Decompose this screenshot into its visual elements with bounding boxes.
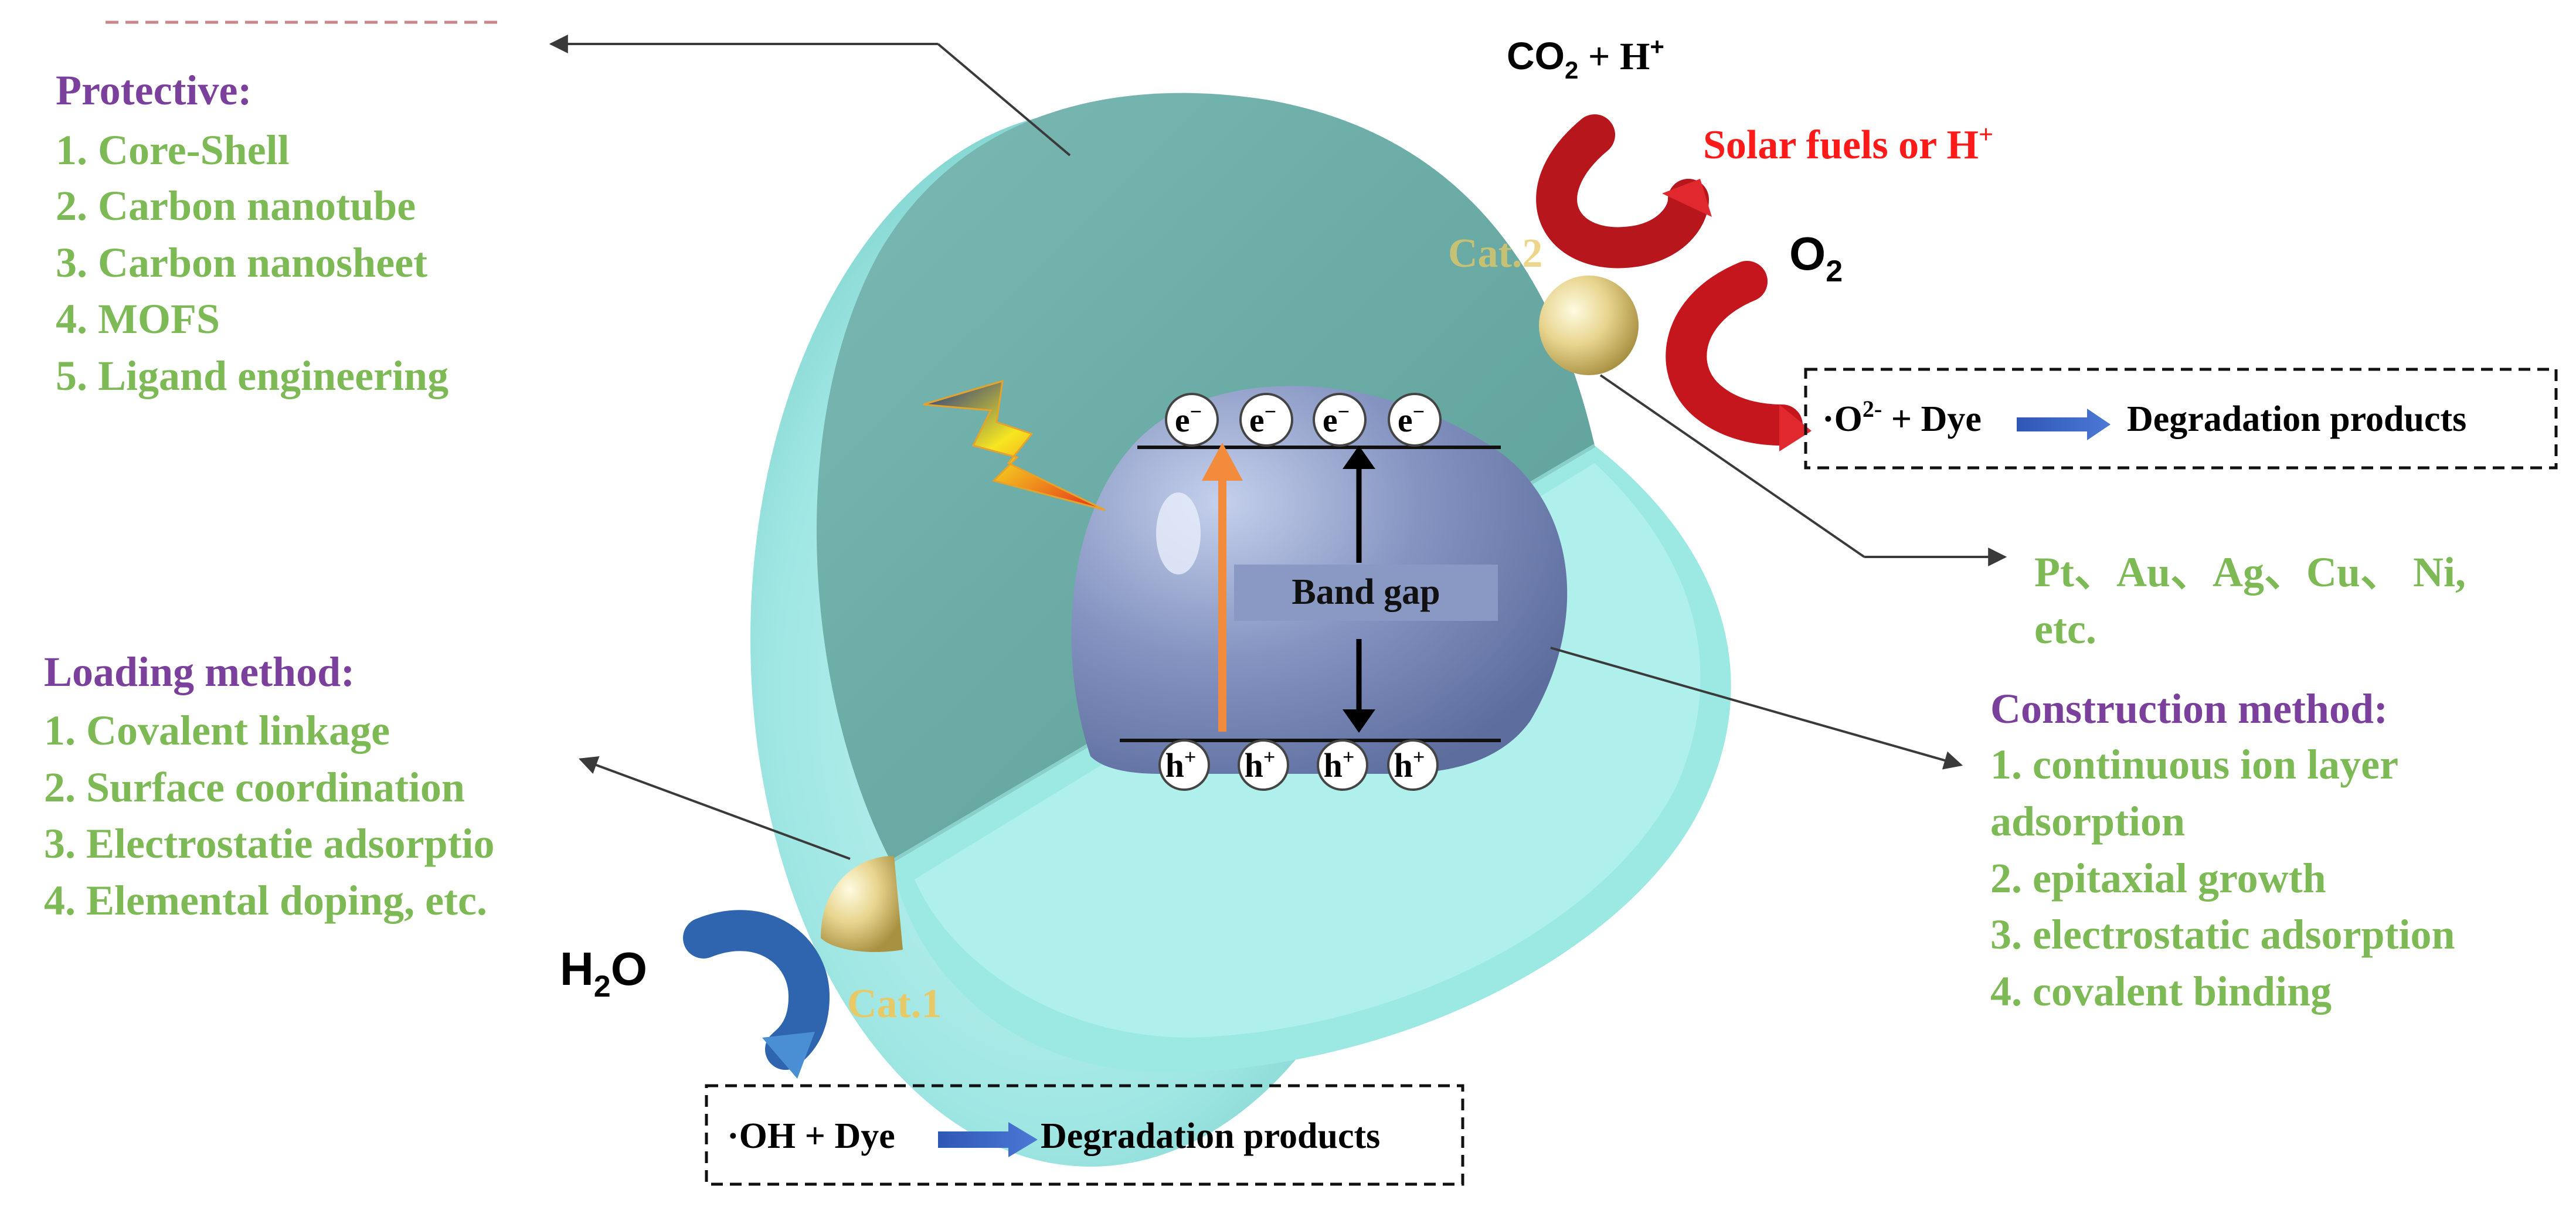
- svg-text:h+: h+: [1324, 745, 1355, 784]
- degradation-box-top: ·O2- + Dye Degradation products: [1804, 368, 2558, 470]
- svg-text:e−: e−: [1175, 400, 1202, 439]
- svg-text:e−: e−: [1249, 400, 1276, 439]
- leader-metals: [1599, 374, 1865, 558]
- arrow-right-icon: [938, 1122, 1038, 1157]
- co2-label: CO2 + H+: [1507, 33, 1664, 84]
- loading-item: 4. Elemental doping, etc.: [44, 877, 487, 924]
- protective-item: 4. MOFS: [56, 295, 220, 342]
- h2o-oxidation-arrow: [683, 910, 830, 1079]
- cat2-particle: [1539, 276, 1639, 375]
- protective-item: 2. Carbon nanotube: [56, 182, 416, 229]
- svg-text:Degradation products: Degradation products: [1041, 1116, 1380, 1156]
- svg-text:h+: h+: [1165, 745, 1197, 784]
- protective-item: 3. Carbon nanosheet: [56, 239, 427, 286]
- hole-icon: h+: [1158, 739, 1210, 791]
- light-bolt-icon: [923, 379, 1106, 511]
- svg-text:h+: h+: [1394, 745, 1425, 784]
- o2-label: O2: [1789, 227, 1843, 288]
- svg-text:·OH + Dye: ·OH + Dye: [727, 1116, 895, 1156]
- protective-title: Protective:: [56, 67, 252, 114]
- band-gap-arrowhead-down: [1343, 709, 1375, 733]
- degradation-box-bottom: ·OH + Dye Degradation products: [705, 1084, 1464, 1186]
- electrons: e− e− e− e−: [1165, 393, 1442, 447]
- band-gap-label: Band gap: [1292, 572, 1440, 612]
- leader-loading: [578, 756, 851, 860]
- loading-item: 1. Covalent linkage: [44, 707, 390, 754]
- metals-line: Pt、Au、Ag、Cu、 Ni,: [2034, 549, 2466, 596]
- svg-text:·O2- + Dye: ·O2- + Dye: [1822, 396, 1982, 439]
- electron-icon: e−: [1388, 393, 1442, 447]
- hole-icon: h+: [1238, 739, 1289, 791]
- svg-text:e−: e−: [1323, 400, 1350, 439]
- loading-item: 3. Electrostatie adsorptio: [44, 820, 495, 867]
- protective-item: 1. Core-Shell: [56, 127, 290, 174]
- solar-fuels-label: Solar fuels or H+: [1703, 120, 1993, 168]
- protective-item: 5. Ligand engineering: [56, 352, 448, 399]
- construction-title: Construction method:: [1990, 685, 2388, 732]
- excitation-arrowhead: [1202, 443, 1243, 481]
- leader-construction: [1550, 647, 1963, 770]
- co2-reduction-arrow: [1536, 114, 1712, 268]
- band-gap-box: [1234, 565, 1498, 621]
- svg-text:h+: h+: [1245, 745, 1276, 784]
- core-highlight: [1156, 492, 1201, 575]
- electron-icon: e−: [1239, 393, 1293, 447]
- metals-panel: Pt、Au、Ag、Cu、 Ni, etc.: [2034, 549, 2466, 652]
- loading-title: Loading method:: [44, 648, 355, 695]
- cat2-label: Cat.2: [1448, 231, 1542, 276]
- electron-icon: e−: [1313, 393, 1367, 447]
- construction-item: 1. continuous ion layer: [1990, 741, 2398, 788]
- loading-panel: Loading method: 1. Covalent linkage 2. S…: [44, 648, 495, 924]
- metals-line: etc.: [2034, 606, 2096, 652]
- cat1-label: Cat.1: [847, 981, 942, 1027]
- electron-icon: e−: [1165, 393, 1219, 447]
- construction-panel: Construction method: 1. continuous ion l…: [1990, 685, 2455, 1015]
- construction-item: 2. epitaxial growth: [1990, 855, 2326, 902]
- hole-icon: h+: [1387, 739, 1439, 791]
- svg-text:e−: e−: [1398, 400, 1425, 439]
- construction-item: adsorption: [1990, 798, 2185, 845]
- loading-item: 2. Surface coordination: [44, 764, 465, 811]
- svg-text:Degradation products: Degradation products: [2127, 399, 2466, 439]
- construction-item: 3. electrostatic adsorption: [1990, 911, 2455, 958]
- holes: h+ h+ h+ h+: [1158, 739, 1439, 791]
- arrow-right-icon: [2017, 409, 2111, 440]
- cat1-particle: [821, 856, 903, 952]
- construction-item: 4. covalent binding: [1990, 968, 2332, 1015]
- hole-icon: h+: [1317, 739, 1368, 791]
- band-gap-arrowhead-up: [1343, 446, 1375, 469]
- protective-panel: Protective: 1. Core-Shell 2. Carbon nano…: [56, 67, 448, 399]
- h2o-label: H2O: [560, 943, 647, 1004]
- leader-protective: [937, 43, 1071, 157]
- o2-reduction-arrow: [1666, 261, 1812, 451]
